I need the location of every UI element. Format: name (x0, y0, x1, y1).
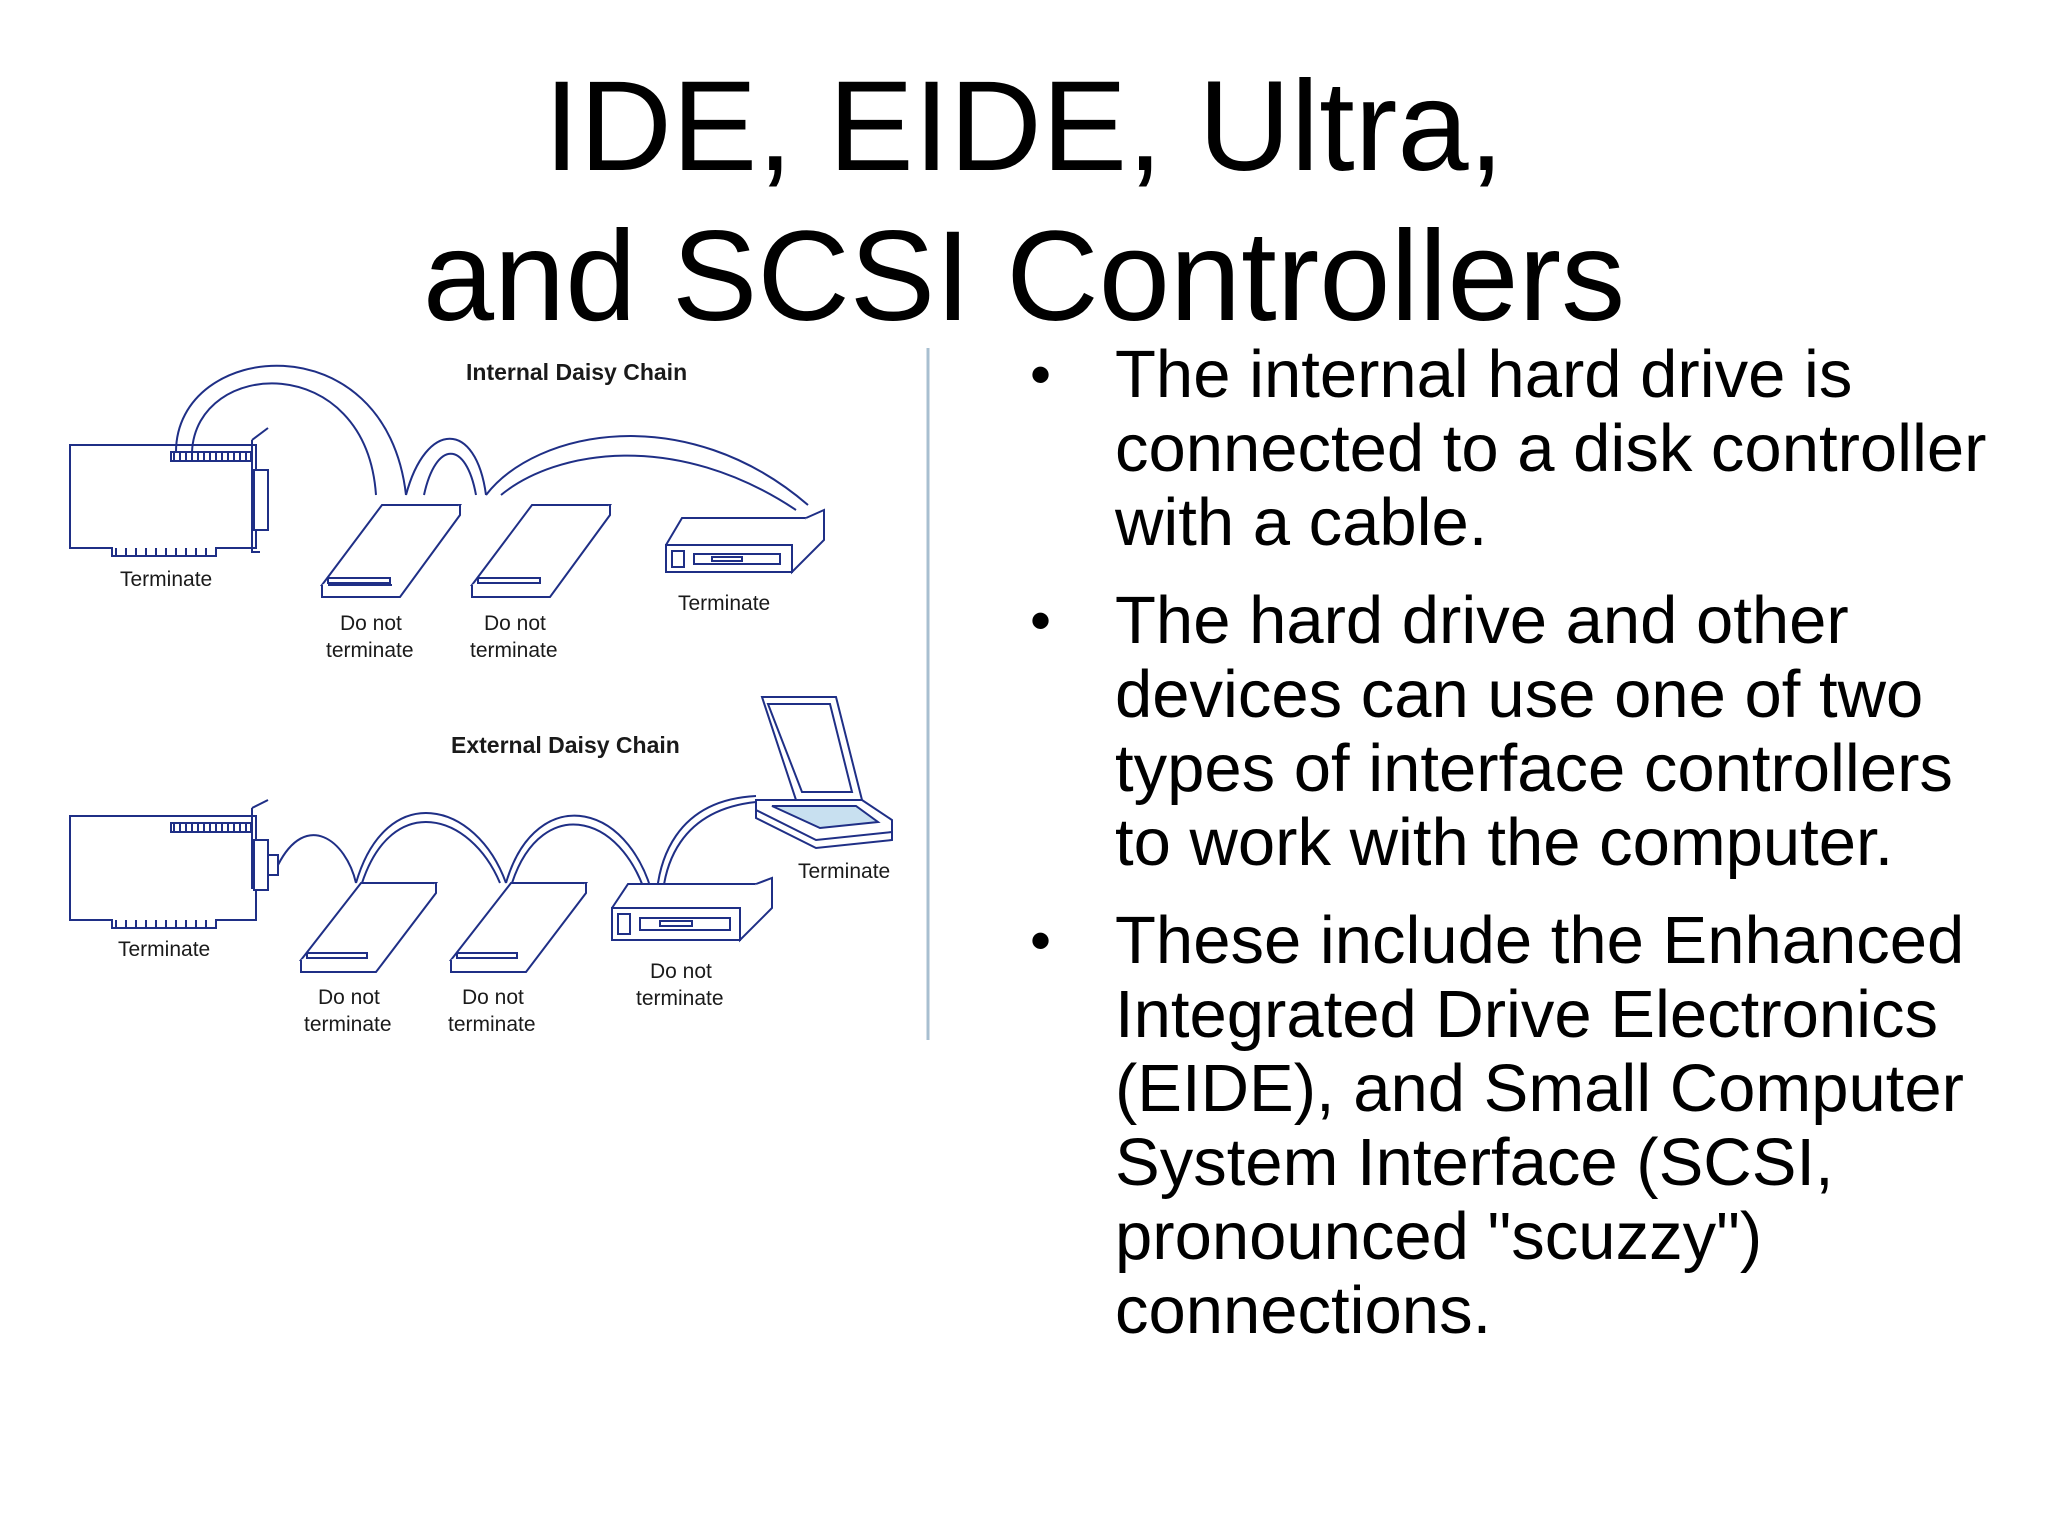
title-line-1: IDE, EIDE, Ultra, (543, 55, 1505, 198)
internal-ribbon-cable (175, 364, 809, 511)
internal-drive-1-icon (320, 504, 462, 598)
internal-chain-heading: Internal Daisy Chain (466, 359, 687, 385)
internal-label-drive2-l1: Do not (484, 612, 546, 635)
external-drive-2-icon (448, 882, 589, 973)
bullet-text: These include the Enhanced Integrated Dr… (1115, 903, 1965, 1348)
external-floppy-drive-icon (611, 876, 773, 943)
internal-label-drive1-l1: Do not (340, 612, 402, 635)
bullet-glyph: • (1030, 587, 1052, 654)
bullet-text: The internal hard drive is connected to … (1115, 337, 1987, 560)
external-label-scanner: Terminate (798, 860, 890, 883)
external-label-drive1-l1: Do not (318, 986, 380, 1009)
internal-label-card: Terminate (120, 568, 212, 591)
daisy-chain-svg: Internal Daisy Chain Terminate Do not te… (69, 348, 930, 1040)
bullet-glyph: • (1030, 341, 1052, 408)
internal-label-drive1-l2: terminate (326, 639, 414, 662)
daisy-chain-diagram: Internal Daisy Chain Terminate Do not te… (56, 340, 936, 1040)
internal-label-drive2-l2: terminate (470, 639, 558, 662)
title-line-2: and SCSI Controllers (422, 205, 1626, 348)
bullet-text: The hard drive and other devices can use… (1115, 583, 1953, 880)
bullet-list: • The internal hard drive is connected t… (1030, 338, 2020, 1372)
bullet-item: • These include the Enhanced Integrated … (1030, 904, 2020, 1348)
external-cable (277, 795, 757, 911)
external-chain-heading: External Daisy Chain (451, 732, 680, 758)
external-label-card: Terminate (118, 938, 210, 961)
external-label-drive2-l1: Do not (462, 986, 524, 1009)
external-scanner-icon (755, 696, 893, 850)
external-drive-1-icon (298, 882, 439, 973)
internal-floppy-drive-icon (665, 508, 825, 575)
external-label-drive1-l2: terminate (304, 1013, 392, 1036)
bullet-item: • The hard drive and other devices can u… (1030, 584, 2020, 880)
external-label-floppy-l1: Do not (650, 960, 712, 983)
bullet-glyph: • (1030, 907, 1052, 974)
bullet-item: • The internal hard drive is connected t… (1030, 338, 2020, 560)
internal-drive-2-icon (470, 504, 612, 598)
internal-controller-card-icon (69, 427, 269, 557)
external-label-drive2-l2: terminate (448, 1013, 536, 1036)
external-controller-card-icon (69, 799, 279, 929)
external-label-floppy-l2: terminate (636, 987, 724, 1010)
slide-title: IDE, EIDE, Ultra, and SCSI Controllers (0, 52, 2048, 352)
internal-label-floppy: Terminate (678, 592, 770, 615)
